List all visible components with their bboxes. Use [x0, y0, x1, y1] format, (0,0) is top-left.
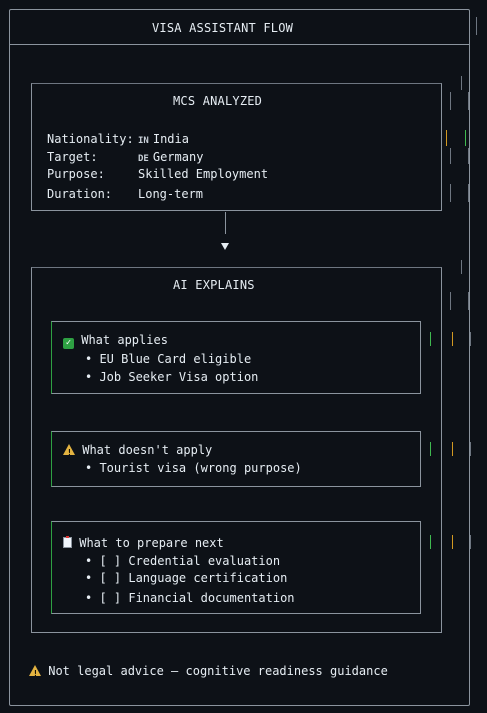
- edge-tick: [430, 535, 431, 549]
- flow-title: VISA ASSISTANT FLOW: [152, 21, 294, 35]
- list-item: • EU Blue Card eligible: [85, 352, 252, 366]
- checklist-item[interactable]: • [ ] Credential evaluation: [85, 554, 281, 568]
- edge-tick: [430, 332, 431, 346]
- edge-tick: [470, 332, 471, 346]
- not-applies-card: [51, 431, 421, 487]
- list-item: • Tourist visa (wrong purpose): [85, 461, 302, 475]
- applies-card: [51, 321, 421, 394]
- edge-tick: [470, 535, 471, 549]
- explains-heading: AI EXPLAINS: [173, 278, 255, 292]
- edge-tick: [468, 92, 469, 110]
- clipboard-icon: [63, 536, 72, 548]
- checklist-item[interactable]: • [ ] Language certification: [85, 571, 288, 585]
- target-label: Target:: [47, 150, 98, 164]
- flag-icon: IN: [138, 136, 149, 146]
- duration-label: Duration:: [47, 187, 113, 201]
- flow-frame: [9, 9, 470, 706]
- edge-tick: [446, 130, 447, 146]
- check-icon: ✓: [63, 338, 74, 349]
- edge-tick: [465, 130, 466, 146]
- edge-tick: [461, 260, 462, 274]
- edge-tick: [468, 148, 469, 164]
- list-item: • Job Seeker Visa option: [85, 370, 259, 384]
- edge-tick: [450, 184, 451, 202]
- analyzed-heading: MCS ANALYZED: [173, 94, 263, 108]
- prepare-card: [51, 521, 421, 614]
- edge-tick: [452, 332, 453, 346]
- edge-tick: [452, 535, 453, 549]
- duration-value: Long-term: [138, 187, 204, 201]
- explains-section: [31, 267, 442, 633]
- applies-title: ✓ What applies: [63, 332, 168, 349]
- flow-connector: [225, 212, 226, 234]
- purpose-label: Purpose:: [47, 167, 105, 181]
- edge-tick: [450, 148, 451, 164]
- prepare-title: What to prepare next: [63, 535, 224, 551]
- warning-icon: [29, 665, 41, 682]
- nationality-label: Nationality:: [47, 132, 134, 146]
- analyzed-section: [31, 83, 442, 211]
- edge-tick: [468, 292, 469, 310]
- edge-tick: [468, 184, 469, 202]
- disclaimer: Not legal advice — cognitive readiness g…: [29, 663, 388, 682]
- edge-tick: [452, 442, 453, 456]
- warning-icon: [63, 444, 75, 461]
- not-applies-title: What doesn't apply: [63, 442, 212, 461]
- edge-tick: [450, 292, 451, 310]
- arrow-down-icon: [221, 243, 229, 250]
- checklist-item[interactable]: • [ ] Financial documentation: [85, 591, 295, 605]
- edge-tick: [470, 442, 471, 456]
- edge-tick: [476, 17, 477, 35]
- title-divider: [9, 44, 470, 45]
- flag-icon: DE: [138, 154, 149, 164]
- purpose-value: Skilled Employment: [138, 167, 269, 181]
- edge-tick: [450, 92, 451, 110]
- edge-tick: [430, 442, 431, 456]
- edge-tick: [461, 76, 462, 90]
